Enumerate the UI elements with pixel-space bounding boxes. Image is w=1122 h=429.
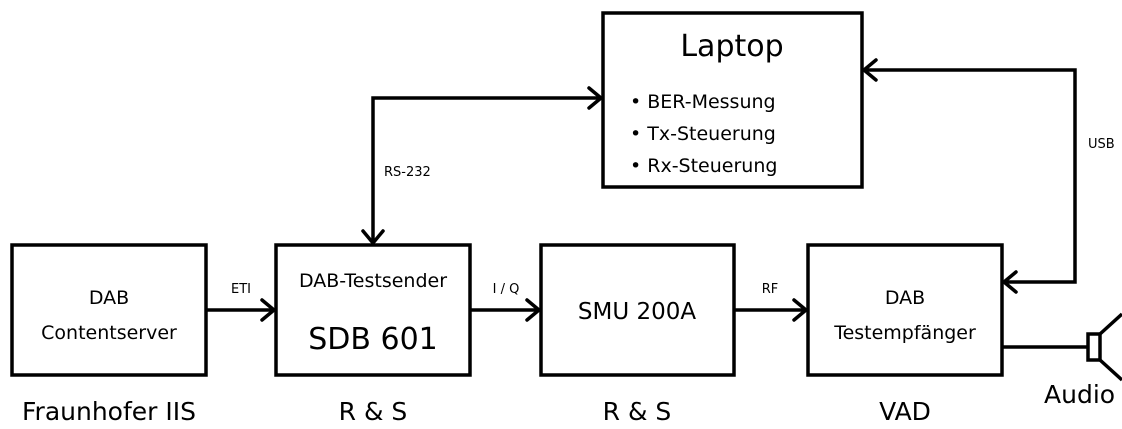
audio-label: Audio	[1044, 380, 1115, 409]
laptop-item-rx: • Rx-Steuerung	[630, 155, 777, 177]
laptop-item-tx: • Tx-Steuerung	[630, 123, 776, 145]
rs232-line	[371, 96, 599, 241]
content-server-block: DAB Contentserver Fraunhofer IIS	[10, 243, 208, 426]
usb-arrow-to-laptop	[862, 58, 878, 82]
smu-box	[539, 243, 736, 377]
laptop-item-ber: • BER-Messung	[630, 91, 776, 113]
content-server-vendor: Fraunhofer IIS	[22, 397, 196, 426]
smu-vendor: R & S	[603, 397, 672, 426]
test-receiver-line1: DAB	[885, 287, 925, 309]
speaker-body	[1086, 332, 1102, 362]
usb-link: USB	[862, 58, 1115, 294]
usb-label: USB	[1088, 137, 1115, 152]
usb-arrow-to-receiver	[1002, 270, 1018, 294]
iq-label: I / Q	[493, 282, 520, 297]
smu-model: SMU 200A	[578, 299, 696, 325]
speaker-cone-top	[1098, 312, 1122, 336]
audio-output: Audio	[1002, 312, 1122, 409]
test-transmitter-block: DAB-Testsender SDB 601 R & S	[274, 243, 472, 426]
test-transmitter-model: SDB 601	[308, 322, 438, 357]
rs232-arrow-to-laptop	[587, 86, 603, 110]
test-transmitter-line1: DAB-Testsender	[299, 270, 447, 292]
test-receiver-line2: Testempfänger	[833, 322, 976, 344]
rs232-label: RS-232	[384, 165, 431, 180]
eti-link: ETI	[206, 282, 276, 322]
smu-block: SMU 200A R & S	[539, 243, 736, 426]
rf-link: RF	[734, 282, 808, 322]
speaker-cone-bottom	[1098, 358, 1122, 382]
rs232-arrow-to-transmitter	[361, 229, 385, 245]
content-server-line2: Contentserver	[41, 322, 177, 344]
usb-line	[866, 68, 1077, 284]
eti-arrow-head	[260, 298, 276, 322]
laptop-block: Laptop • BER-Messung • Tx-Steuerung • Rx…	[601, 11, 864, 189]
laptop-title: Laptop	[680, 29, 783, 64]
iq-link: I / Q	[470, 282, 541, 322]
content-server-box	[10, 243, 208, 377]
rf-arrow-head	[792, 298, 808, 322]
test-receiver-box	[806, 243, 1004, 377]
test-receiver-block: DAB Testempfänger VAD	[806, 243, 1004, 426]
rf-label: RF	[762, 282, 779, 297]
eti-label: ETI	[231, 282, 251, 297]
test-transmitter-vendor: R & S	[339, 397, 408, 426]
content-server-line1: DAB	[89, 287, 129, 309]
test-transmitter-box	[274, 243, 472, 377]
iq-arrow-head	[525, 298, 541, 322]
rs232-link: RS-232	[361, 86, 603, 245]
laptop-box	[601, 11, 864, 189]
test-receiver-vendor: VAD	[879, 397, 931, 426]
